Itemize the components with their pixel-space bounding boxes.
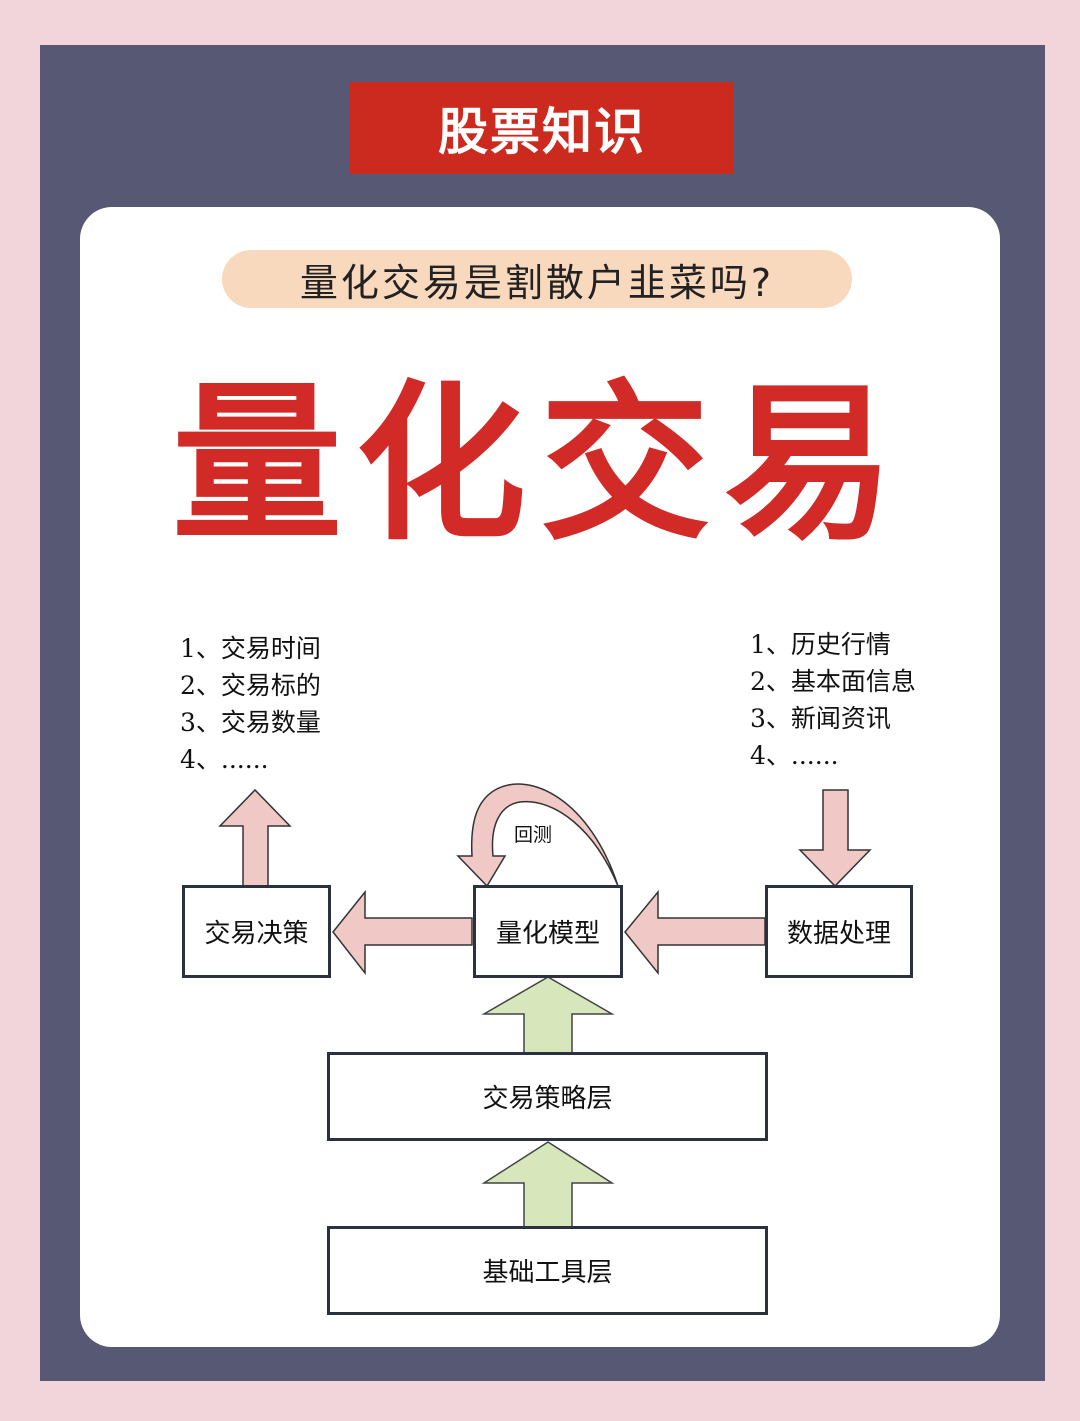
arrow-down-from-input — [798, 789, 872, 888]
output-list: 1、交易时间 2、交易标的 3、交易数量 4、...... — [180, 630, 321, 778]
list-item: 3、交易数量 — [180, 708, 321, 737]
list-item: 4、...... — [180, 745, 269, 774]
list-item: 2、交易标的 — [180, 671, 321, 700]
layer-trading-strategy: 交易策略层 — [327, 1052, 768, 1141]
input-list: 1、历史行情 2、基本面信息 3、新闻资讯 4、...... — [750, 626, 916, 774]
list-item: 2、基本面信息 — [750, 667, 916, 696]
arrow-strategy-to-model — [481, 976, 615, 1054]
backtest-label: 回测 — [514, 824, 553, 846]
node-quant-model: 量化模型 — [473, 885, 623, 978]
list-item: 3、新闻资讯 — [750, 704, 891, 733]
arrow-model-to-decision — [332, 889, 473, 976]
list-item: 1、交易时间 — [180, 634, 321, 663]
node-data-processing: 数据处理 — [765, 885, 913, 978]
layer-base-tools: 基础工具层 — [327, 1226, 768, 1315]
arrow-data-to-model — [624, 889, 766, 976]
list-item: 4、...... — [750, 741, 839, 770]
arrow-up-to-output — [218, 788, 292, 887]
question-pill: 量化交易是割散户韭菜吗? — [222, 250, 852, 308]
node-trade-decision: 交易决策 — [182, 885, 331, 978]
list-item: 1、历史行情 — [750, 630, 891, 659]
category-banner: 股票知识 — [350, 82, 734, 174]
arrow-tools-to-strategy — [481, 1141, 615, 1228]
main-title: 量化交易 — [171, 366, 908, 564]
backtest-loop-arrow — [456, 783, 619, 888]
